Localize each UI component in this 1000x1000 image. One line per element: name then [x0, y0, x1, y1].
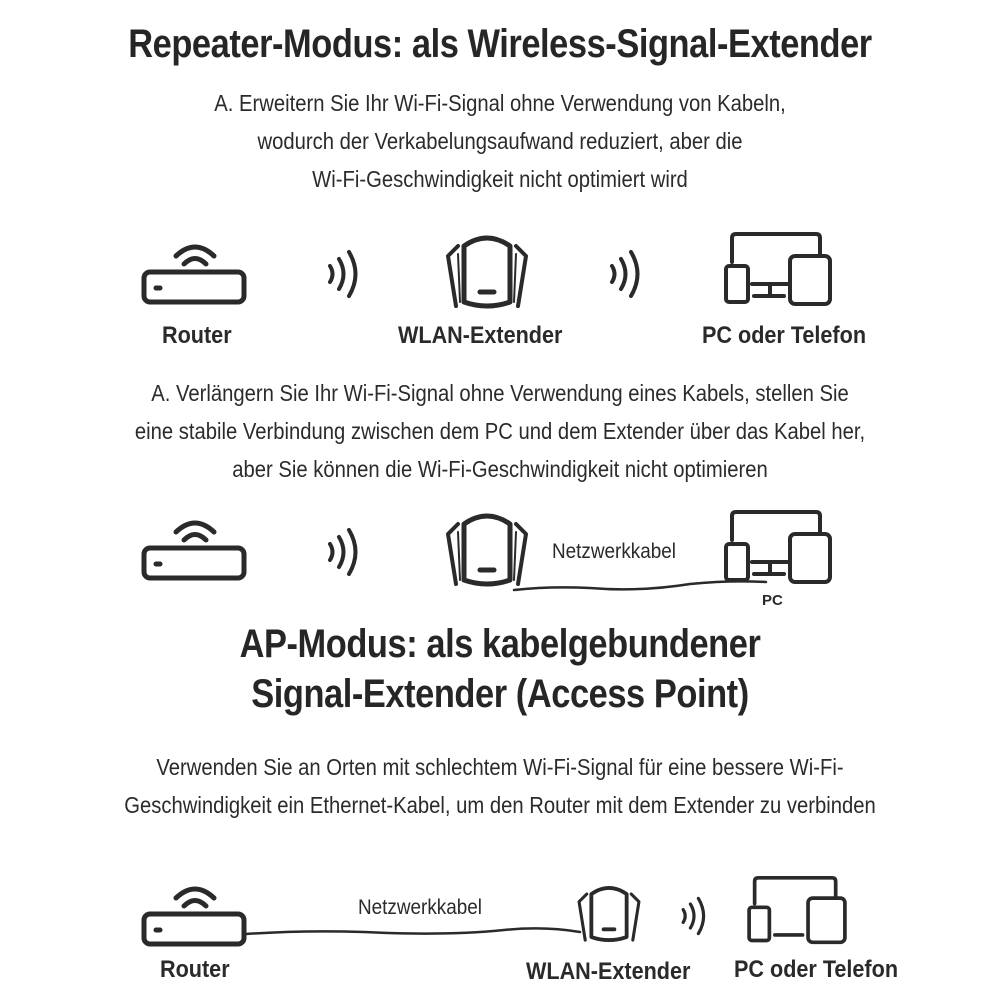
pc-phone-icon: [747, 876, 847, 945]
desc-line: Geschwindigkeit ein Ethernet-Kabel, um d…: [124, 792, 876, 818]
extender-label: WLAN-Extender: [398, 322, 563, 349]
desc-line: Wi-Fi-Geschwindigkeit nicht optimiert wi…: [312, 166, 688, 192]
pc-phone-icon: [724, 510, 832, 584]
desc-line: A. Verlängern Sie Ihr Wi-Fi-Signal ohne …: [151, 380, 849, 406]
section1-desc-b: A. Verlängern Sie Ihr Wi-Fi-Signal ohne …: [60, 374, 940, 488]
devices-label: PC oder Telefon: [702, 322, 867, 349]
router-icon: [141, 520, 247, 581]
extender-icon: [446, 513, 528, 587]
section2-title-line1: AP-Modus: als kabelgebundener: [239, 622, 761, 666]
router-icon: [141, 886, 247, 947]
wifi-waves-icon: [328, 528, 358, 576]
cable-icon: [512, 580, 768, 592]
wifi-waves-icon: [328, 250, 358, 298]
wifi-waves-icon: [610, 250, 640, 298]
cable-label: Netzwerkkabel: [358, 896, 482, 919]
devices-label: PC oder Telefon: [734, 956, 899, 983]
pc-label: PC: [762, 592, 783, 609]
section2-desc: Verwenden Sie an Orten mit schlechtem Wi…: [60, 748, 940, 824]
cable-icon: [244, 927, 582, 936]
desc-line: Verwenden Sie an Orten mit schlechtem Wi…: [156, 754, 844, 780]
router-label: Router: [160, 956, 230, 983]
extender-icon: [446, 235, 528, 309]
section2-title-line2: Signal-Extender (Access Point): [251, 672, 749, 716]
section1-desc-a: A. Erweitern Sie Ihr Wi-Fi-Signal ohne V…: [60, 84, 940, 198]
desc-line: eine stabile Verbindung zwischen dem PC …: [134, 418, 866, 444]
desc-line: wodurch der Verkabelungsaufwand reduzier…: [257, 128, 743, 154]
wifi-waves-icon: [681, 896, 706, 936]
pc-phone-icon: [724, 232, 832, 306]
cable-label: Netzwerkkabel: [552, 540, 676, 563]
extender-label: WLAN-Extender: [526, 958, 691, 985]
router-label: Router: [162, 322, 232, 349]
extender-icon: [577, 885, 641, 943]
section1-title: Repeater-Modus: als Wireless-Signal-Exte…: [128, 22, 872, 66]
desc-line: A. Erweitern Sie Ihr Wi-Fi-Signal ohne V…: [214, 90, 786, 116]
router-icon: [141, 244, 247, 305]
desc-line: aber Sie können die Wi-Fi-Geschwindigkei…: [232, 456, 768, 482]
